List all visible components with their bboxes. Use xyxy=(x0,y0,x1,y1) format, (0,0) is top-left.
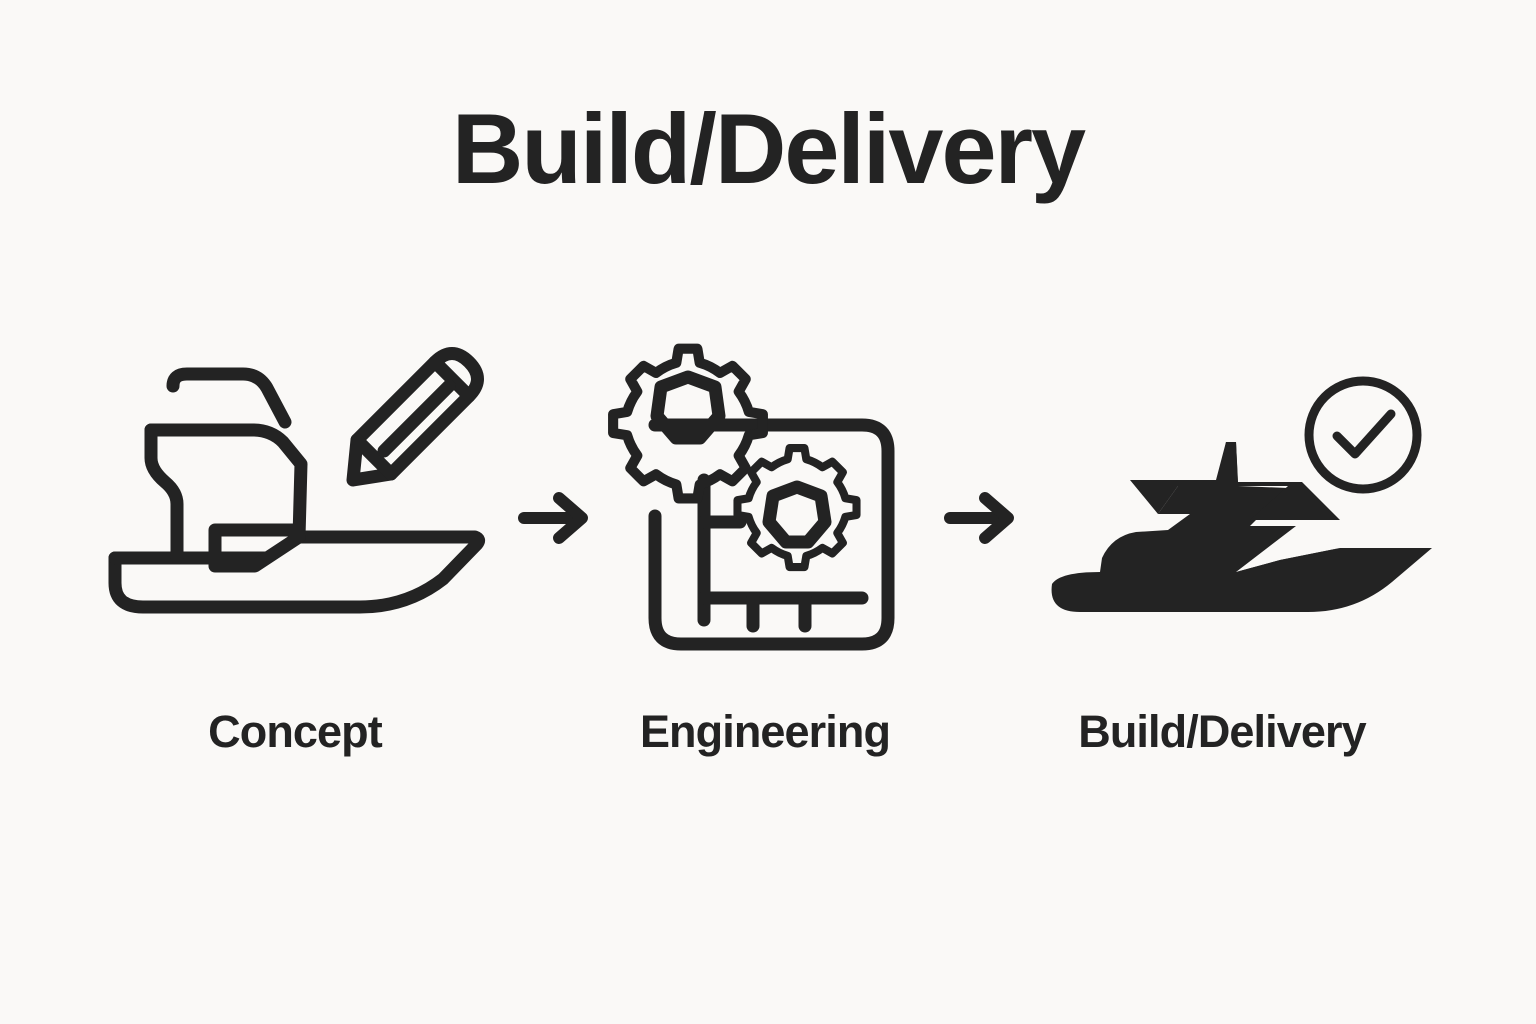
flow-step-engineering[interactable] xyxy=(600,330,920,670)
arrow-right-icon xyxy=(518,490,593,546)
check-circle-icon xyxy=(1298,370,1428,500)
gears-over-blueprint-icon xyxy=(600,330,920,670)
arrow-right-icon xyxy=(944,490,1019,546)
step-label-engineering: Engineering xyxy=(639,706,891,757)
step-label-build-delivery: Build/Delivery xyxy=(1078,706,1366,757)
flow-step-concept[interactable] xyxy=(95,330,495,670)
process-flow xyxy=(0,330,1536,670)
yacht-outline-with-pencil-icon xyxy=(95,330,495,640)
yacht-filled-icon xyxy=(1040,330,1440,640)
step-label-concept: Concept xyxy=(208,706,383,757)
page-title: Build/Delivery xyxy=(451,93,1086,204)
flow-step-build-delivery[interactable] xyxy=(1040,330,1440,670)
flow-step-labels: Concept Engineering Build/Delivery xyxy=(0,706,1536,776)
pencil-outline-icon xyxy=(319,334,499,514)
